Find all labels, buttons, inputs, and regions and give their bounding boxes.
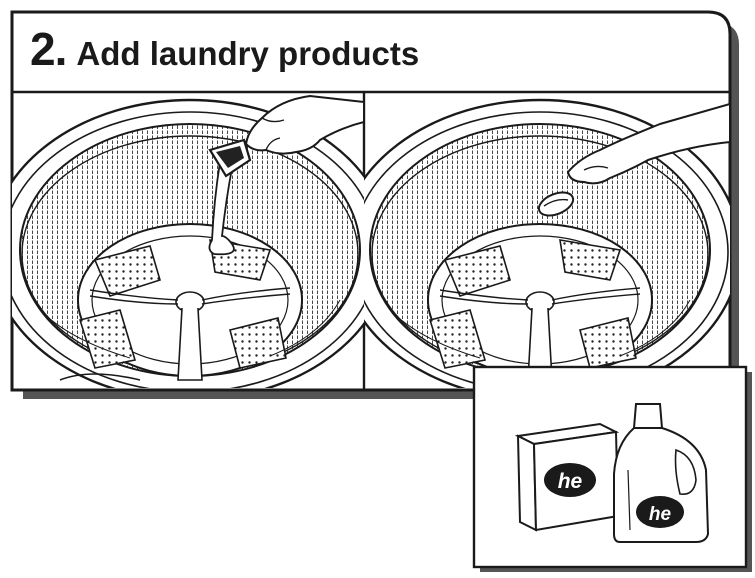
powder-box xyxy=(514,422,620,532)
hand-with-pod xyxy=(566,102,730,185)
step-title: Add laundry products xyxy=(76,35,420,72)
step-heading: 2. Add laundry products xyxy=(30,22,419,86)
liquid-stream xyxy=(208,160,235,256)
bottle-he-logo-text: he xyxy=(649,504,672,525)
box-he-logo-text: he xyxy=(558,470,583,493)
detergent-pod xyxy=(537,191,575,217)
bottle-he-logo xyxy=(636,496,684,528)
step-number: 2. xyxy=(30,23,67,75)
liquid-bottle xyxy=(613,403,710,543)
box-he-logo xyxy=(544,463,596,497)
right-panel-washer xyxy=(364,92,730,388)
left-panel-washer xyxy=(12,92,364,388)
